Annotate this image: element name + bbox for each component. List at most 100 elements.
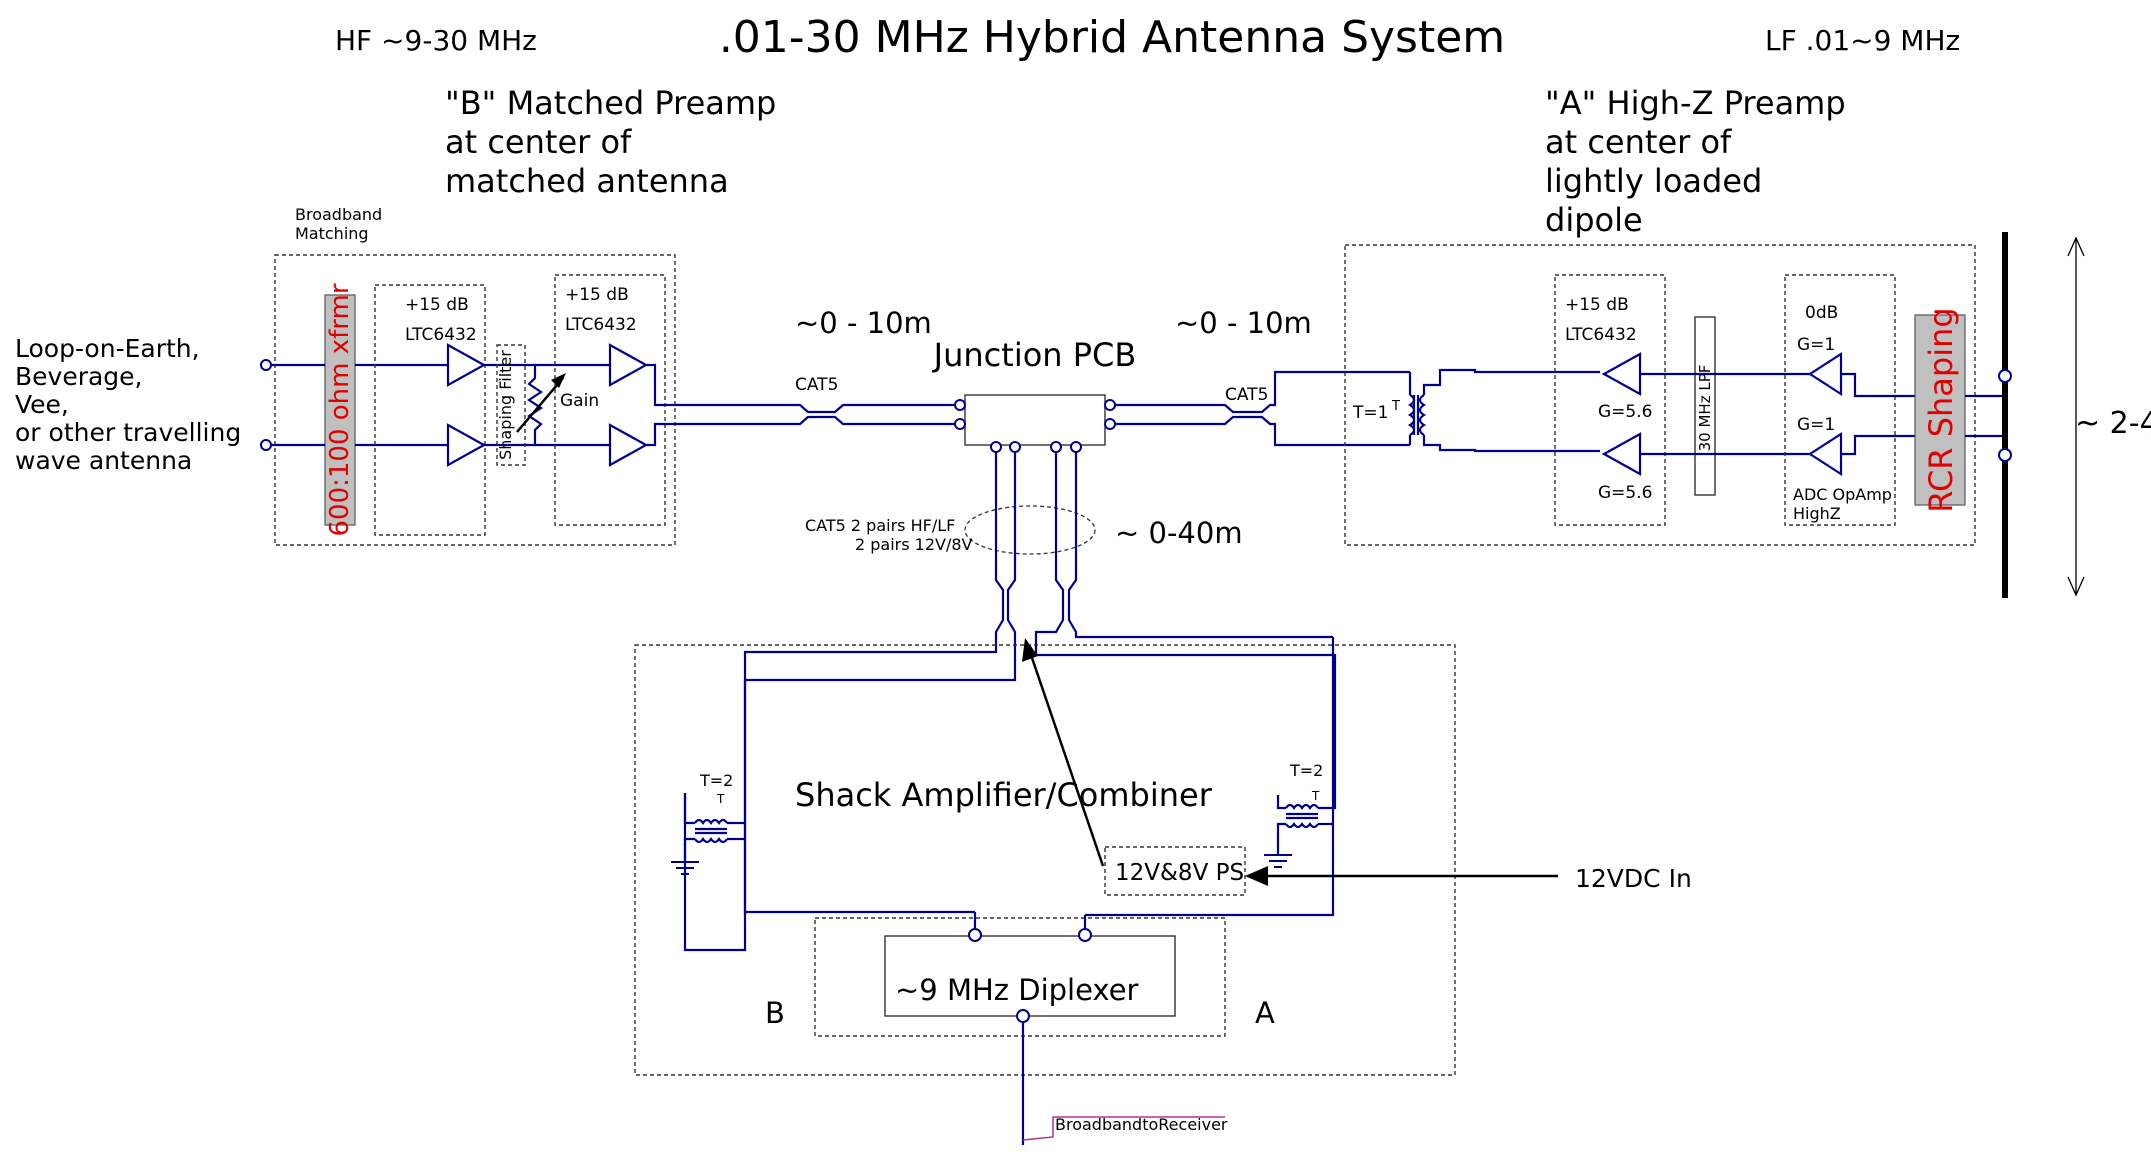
a-preamp-line2: at center of bbox=[1545, 123, 1732, 161]
shack-right-xfmr-mark: T bbox=[1311, 789, 1320, 803]
b-stage2-box bbox=[554, 274, 666, 526]
receiver-label: BroadbandtoReceiver bbox=[1055, 1115, 1228, 1134]
a-input-transformer bbox=[1407, 368, 1600, 453]
antenna-description: Loop-on-Earth, Beverage, Vee, or other t… bbox=[15, 334, 241, 475]
rcr-shaping-label: RCR Shaping bbox=[1922, 307, 1960, 512]
diplexer-port-b bbox=[968, 928, 982, 942]
dc-input-label: 12VDC In bbox=[1575, 864, 1692, 893]
right-cat5-cable bbox=[1115, 370, 1410, 447]
antenna-terminal-top bbox=[260, 359, 272, 371]
b-stage1-box bbox=[374, 284, 486, 536]
b-preamp-box bbox=[274, 254, 676, 546]
power-supply-label: 12V&8V PS bbox=[1115, 860, 1244, 886]
dipole-dimension-arrow bbox=[2067, 236, 2085, 597]
cable-bundle-marker bbox=[964, 505, 1096, 555]
power-supply-box bbox=[1104, 846, 1246, 896]
a-stage1-part: LTC6432 bbox=[1565, 325, 1637, 345]
port-b-label: B bbox=[765, 996, 785, 1030]
a-stage2-part1: ADC OpAmp bbox=[1793, 485, 1892, 504]
a-stage1-gain-bottom: G=5.6 bbox=[1598, 483, 1652, 503]
b-stage2-amp-bottom bbox=[608, 423, 649, 467]
b-preamp-line2: at center of bbox=[445, 123, 632, 161]
lpf-block bbox=[1694, 316, 1716, 496]
diplexer-output bbox=[1016, 1009, 1030, 1023]
lf-band-label: LF .01~9 MHz bbox=[1765, 24, 1960, 57]
dipole-terminal-bottom bbox=[1998, 448, 2012, 462]
antenna-desc-line5: wave antenna bbox=[15, 446, 192, 475]
down-cat5-cable bbox=[683, 452, 1337, 952]
a-preamp-line1: "A" High-Z Preamp bbox=[1545, 84, 1846, 122]
a-stage2-g-bottom: G=1 bbox=[1797, 415, 1835, 435]
matching-transformer bbox=[324, 294, 356, 526]
left-cable-length: ~0 - 10m bbox=[795, 306, 932, 340]
shack-right-xfmr-ratio: T=2 bbox=[1289, 761, 1323, 780]
broadband-matching-line1: Broadband bbox=[295, 205, 382, 224]
b-preamp-heading: "B" Matched Preamp at center of matched … bbox=[445, 84, 776, 200]
junction-pcb bbox=[964, 394, 1106, 446]
a-stage2-box bbox=[1784, 274, 1896, 526]
down-cable-line2: 2 pairs 12V/8V bbox=[855, 535, 973, 554]
b-stage2-part: LTC6432 bbox=[565, 315, 637, 335]
down-cable-line1: CAT5 2 pairs HF/LF bbox=[805, 516, 955, 535]
diagram-title: .01-30 MHz Hybrid Antenna System bbox=[719, 12, 1505, 63]
a-stage2-amp-top bbox=[1807, 351, 1843, 397]
right-cable-type: CAT5 bbox=[1225, 385, 1268, 405]
a-stage1-box bbox=[1554, 274, 1666, 526]
antenna-desc-line2: Beverage, bbox=[15, 362, 143, 391]
shack-left-transformer bbox=[671, 798, 745, 875]
gain-potentiometer bbox=[516, 365, 566, 445]
a-stage1-amp-bottom bbox=[1601, 432, 1642, 476]
a-stage2-gain: 0dB bbox=[1805, 303, 1838, 323]
a-stage2-part2: HighZ bbox=[1793, 504, 1841, 523]
transformer-label: 600:100 ohm xfrmr bbox=[325, 283, 355, 536]
rcr-shaping-block bbox=[1914, 314, 1966, 506]
b-input-wires bbox=[260, 359, 448, 451]
lpf-label: 30 MHz LPF bbox=[1696, 365, 1714, 452]
dc-input-arrow bbox=[1245, 866, 1558, 886]
a-preamp-heading: "A" High-Z Preamp at center of lightly l… bbox=[1545, 84, 1846, 239]
b-stage1-amp-top bbox=[446, 343, 487, 387]
port-a-label: A bbox=[1255, 996, 1275, 1030]
a-stage1-gain: +15 dB bbox=[1565, 295, 1629, 315]
shaping-filter-label: Shaping Filter bbox=[496, 350, 515, 460]
diplexer-port-a bbox=[1078, 928, 1092, 942]
ps-to-junction-arrow bbox=[1022, 638, 1105, 867]
shack-right-transformer bbox=[1264, 795, 1337, 868]
a-preamp-line3: lightly loaded bbox=[1545, 162, 1762, 200]
gain-label: Gain bbox=[560, 391, 599, 411]
a-stage1-amp-top bbox=[1601, 352, 1642, 396]
a-stage1-gain-top: G=5.6 bbox=[1598, 402, 1652, 422]
hf-band-label: HF ~9-30 MHz bbox=[335, 24, 537, 57]
dipole-terminal-top bbox=[1998, 369, 2012, 383]
receiver-leader bbox=[1022, 1116, 1225, 1141]
diplexer-dashed-box bbox=[814, 917, 1226, 1037]
antenna-terminal-bottom bbox=[260, 439, 272, 451]
b-preamp-line3: matched antenna bbox=[445, 162, 729, 200]
b-stage1-amp-bottom bbox=[446, 423, 487, 467]
b-stage2-gain: +15 dB bbox=[565, 285, 629, 305]
b-stage1-gain: +15 dB bbox=[405, 295, 469, 315]
right-cable-length: ~0 - 10m bbox=[1175, 306, 1312, 340]
a-stage2-amp-bottom bbox=[1807, 431, 1843, 477]
shack-left-xfmr-ratio: T=2 bbox=[699, 771, 733, 790]
broadband-matching-line2: Matching bbox=[295, 224, 369, 243]
b-stage2-amp-top bbox=[608, 343, 649, 387]
a-preamp-line4: dipole bbox=[1545, 201, 1643, 239]
left-cable-type: CAT5 bbox=[795, 375, 838, 395]
antenna-desc-line1: Loop-on-Earth, bbox=[15, 334, 200, 363]
junction-down-terminals bbox=[990, 441, 1082, 453]
shack-amplifier-box bbox=[634, 644, 1456, 1076]
down-cable-length: ~ 0-40m bbox=[1115, 516, 1243, 550]
a-transformer-mark: T bbox=[1391, 399, 1400, 414]
a-stage2-g-top: G=1 bbox=[1797, 335, 1835, 355]
shack-left-xfmr-mark: T bbox=[716, 792, 725, 806]
antenna-desc-line4: or other travelling bbox=[15, 418, 241, 447]
dipole-length-label: ~ 2-4m bbox=[2075, 406, 2151, 441]
diplexer-label: ~9 MHz Diplexer bbox=[895, 973, 1139, 1007]
shaping-filter-box bbox=[496, 344, 526, 466]
junction-pcb-label: Junction PCB bbox=[932, 336, 1137, 374]
left-cat5-cable bbox=[790, 403, 960, 426]
a-transformer-ratio: T=1 bbox=[1352, 403, 1388, 423]
antenna-desc-line3: Vee, bbox=[15, 390, 69, 419]
